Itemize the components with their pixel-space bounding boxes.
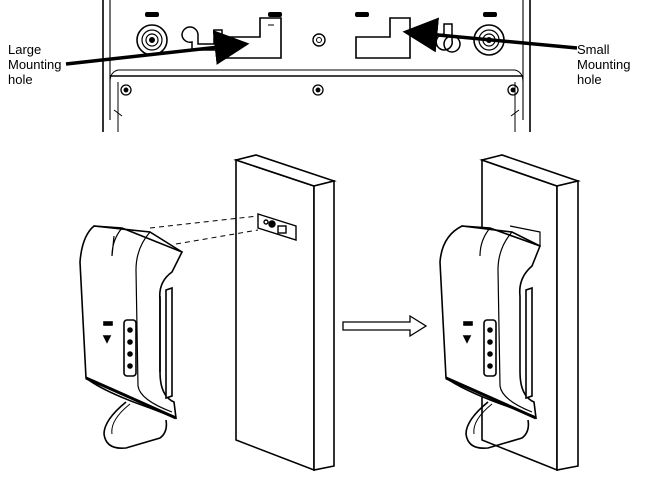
direction-arrow <box>342 314 428 338</box>
screw-boss-left <box>136 24 168 56</box>
large-mounting-hole-label: Large Mounting hole <box>8 42 62 87</box>
rail-inner-lines <box>113 82 520 132</box>
top-slots <box>145 12 497 17</box>
small-mounting-hole <box>355 17 411 59</box>
large-hole-arrow <box>65 30 250 66</box>
small-hole-arrow <box>402 17 578 53</box>
heater-left <box>79 225 184 450</box>
heater-right <box>439 225 542 450</box>
small-mounting-hole-label: Small Mounting hole <box>577 42 631 87</box>
guide-dashed-lines <box>149 215 259 245</box>
large-mounting-hole <box>225 17 282 59</box>
wall-panel-left <box>233 154 337 472</box>
wall-bracket <box>257 213 297 241</box>
center-screw <box>312 33 326 47</box>
rail-screws <box>120 84 519 96</box>
keyhole-left <box>181 26 223 51</box>
heater-rear-panel <box>102 0 531 132</box>
